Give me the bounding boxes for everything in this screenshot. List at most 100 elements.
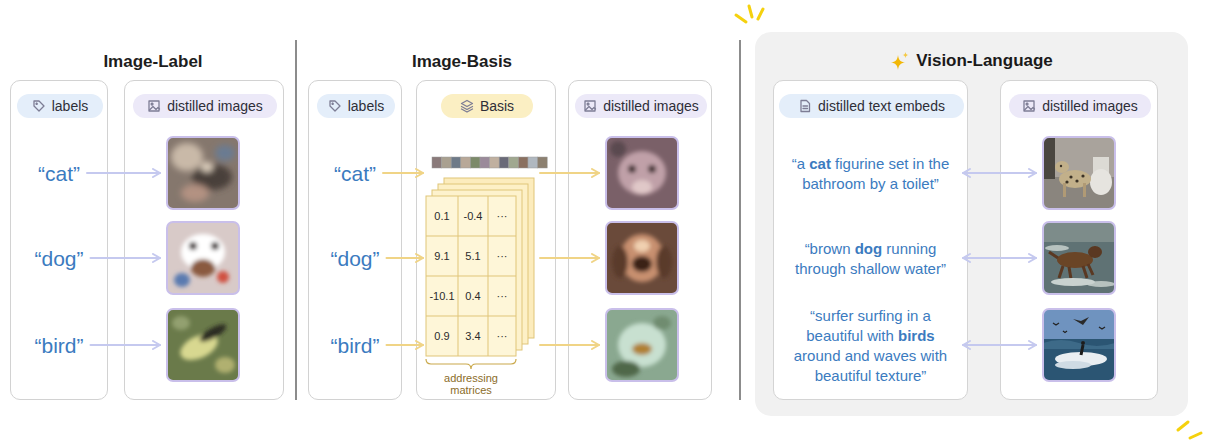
pill-icon	[583, 99, 597, 113]
pill-icon	[34, 101, 44, 111]
pill-icon	[460, 99, 474, 113]
distilled-image	[632, 343, 652, 355]
distilled-image	[606, 309, 678, 381]
distilled-image	[171, 143, 235, 202]
pill-icon	[32, 99, 46, 113]
distilled-image	[1043, 340, 1115, 349]
pill-icon	[585, 101, 595, 111]
distilled-image	[167, 222, 239, 294]
pill-icon	[328, 99, 342, 113]
distilled-image	[215, 357, 235, 373]
distilled-image	[181, 184, 209, 202]
distilled-image	[172, 316, 235, 373]
distilled-image	[1055, 361, 1091, 369]
caption-part: “a	[792, 155, 810, 172]
header-pill: labels	[17, 94, 103, 118]
distilled-image	[612, 246, 628, 278]
basis-strip	[480, 157, 490, 168]
pill-icon	[586, 107, 596, 111]
distilled-image	[1081, 345, 1083, 355]
caption-part: birds	[898, 327, 935, 344]
distilled-image	[1053, 323, 1105, 333]
arrow	[387, 257, 423, 259]
pill-icon	[803, 108, 808, 109]
column-heading: labels	[52, 98, 89, 114]
distilled-image	[167, 137, 239, 209]
panel-title: Image-Label	[103, 52, 202, 72]
distilled-image	[632, 180, 652, 194]
distilled-image	[1043, 309, 1115, 381]
distilled-image	[1055, 161, 1069, 173]
distilled-image	[167, 137, 239, 209]
column-heading: distilled text embeds	[818, 98, 945, 114]
distilled-image	[648, 165, 656, 173]
basis-strip	[451, 157, 461, 168]
arrow	[383, 172, 423, 174]
distilled-image	[1043, 309, 1115, 381]
distilled-image	[1043, 309, 1115, 381]
pill-icon	[34, 101, 44, 111]
text-column: distilled text embeds“a cat figurine set…	[773, 80, 968, 400]
caption-part: cat	[809, 155, 831, 172]
pill-icon	[461, 101, 472, 113]
distilled-image	[1073, 317, 1089, 325]
column-heading: distilled images	[603, 98, 699, 114]
arrow	[87, 172, 160, 174]
sparkle-icon	[890, 51, 910, 71]
arrow	[540, 344, 599, 346]
distilled-image	[167, 309, 239, 381]
arrow	[91, 344, 160, 346]
distilled-image	[211, 242, 219, 250]
pill-icon	[801, 101, 810, 112]
distilled-image	[1045, 245, 1115, 287]
addressing-matrix	[426, 196, 516, 356]
distilled-image	[1051, 278, 1095, 286]
label-column: labels“cat”“dog”“bird”	[10, 80, 108, 400]
matrix-cell: ···	[497, 330, 508, 342]
distilled-image	[171, 143, 203, 171]
distilled-image	[174, 273, 190, 287]
distilled-image	[167, 309, 239, 381]
panel-band: Vision-Languagedistilled text embeds“a c…	[755, 32, 1188, 416]
header-pill: distilled text embeds	[779, 94, 964, 118]
basis-strip	[490, 157, 500, 168]
distilled-image	[1083, 183, 1086, 197]
distilled-image	[1043, 137, 1115, 209]
matrix-cell: ···	[497, 210, 508, 222]
distilled-image	[606, 222, 678, 294]
basis-strip	[442, 157, 452, 168]
addressing-matrix	[426, 178, 534, 356]
basis-strip	[461, 157, 471, 168]
divider-line	[296, 40, 740, 400]
distilled-image	[606, 222, 678, 294]
matrix-cell: 9.1	[434, 250, 449, 262]
basis-strip	[528, 157, 538, 168]
pill-icon	[1022, 99, 1036, 113]
pill-icon	[149, 101, 159, 111]
distilled-image	[1043, 137, 1115, 209]
distilled-image	[167, 309, 239, 381]
pill-icon	[151, 103, 153, 105]
distilled-image	[215, 145, 235, 161]
distilled-image	[198, 321, 229, 345]
distilled-image	[1088, 246, 1102, 258]
addressing-matrix	[426, 276, 516, 277]
distilled-image	[610, 141, 666, 195]
basis-strip	[432, 157, 442, 168]
distilled-image	[634, 240, 650, 252]
distilled-image	[1043, 222, 1115, 294]
distilled-image	[1045, 245, 1069, 251]
distilled-image	[612, 316, 671, 377]
distilled-image	[1049, 252, 1093, 279]
pill-icon	[330, 101, 340, 111]
highlight-rays	[736, 6, 1201, 438]
distilled-image	[167, 309, 239, 381]
header-pill: distilled images	[575, 94, 707, 118]
column-heading: distilled images	[1042, 98, 1138, 114]
sparkle-icon	[903, 52, 909, 58]
arrow	[963, 344, 1036, 346]
distilled-image	[1055, 157, 1112, 197]
distilled-image	[606, 137, 678, 209]
distilled-image	[1081, 174, 1084, 177]
label-column: labels“cat”“dog”“bird”	[308, 80, 402, 400]
